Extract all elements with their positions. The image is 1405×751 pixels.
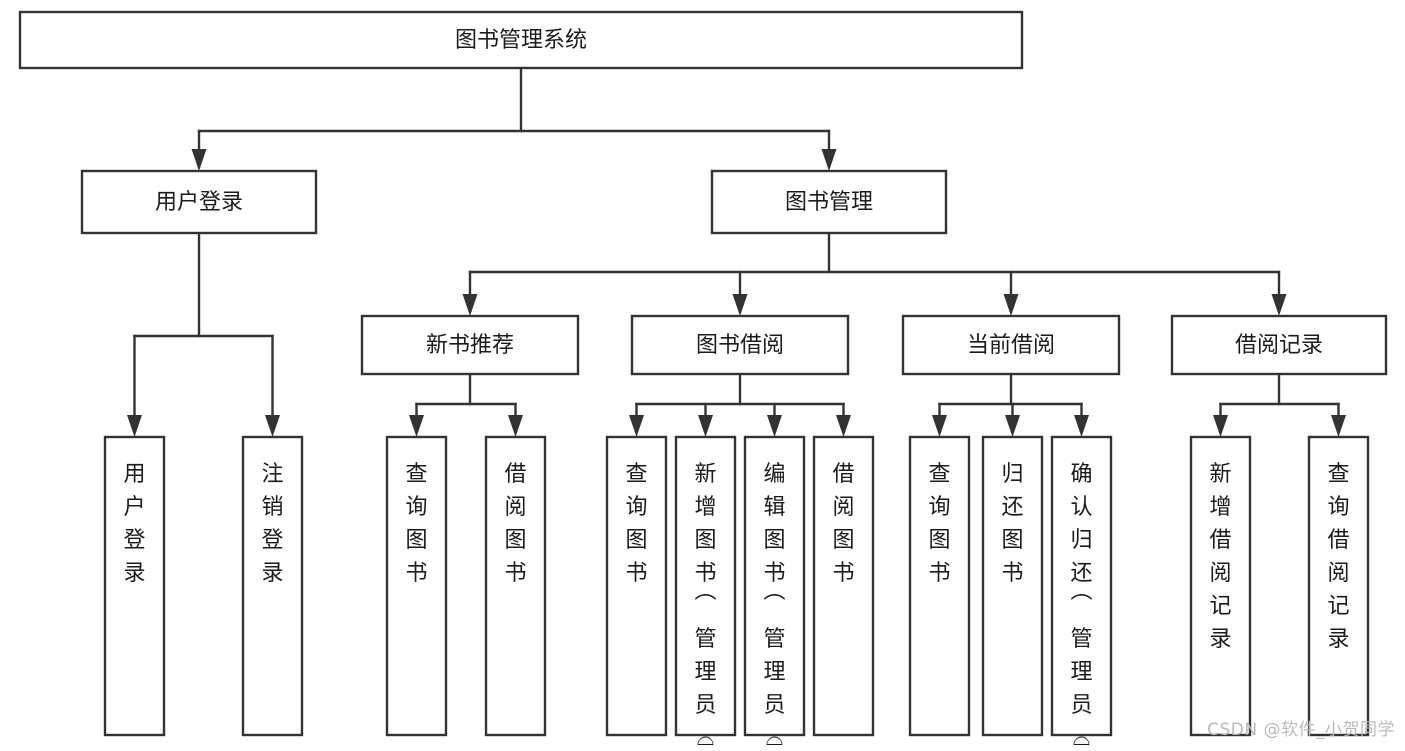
edge-arrowhead-icon [932,415,947,437]
node-box [605,435,668,737]
node-box [385,435,448,737]
node-label: 当前借阅 [967,333,1055,358]
node-leaf2[interactable]: 注销登录 [241,435,304,737]
node-borrow[interactable]: 图书借阅 [630,314,850,376]
node-leaf7[interactable]: 编辑图书⌒管理员⌓ [743,435,806,751]
node-label: 新书推荐 [426,333,514,358]
edge-arrowhead-icon [836,415,851,437]
node-box [18,10,1024,70]
node-leaf13[interactable]: 查询借阅记录 [1307,435,1370,737]
node-box [630,314,850,376]
node-leaf6[interactable]: 新增图书⌒管理员⌓ [674,435,737,751]
node-box [1307,435,1370,737]
node-current[interactable]: 当前借阅 [901,314,1121,376]
node-label: 查询图书 [928,462,950,586]
edge-arrowhead-icon [1003,294,1019,316]
node-records[interactable]: 借阅记录 [1170,314,1388,376]
node-box [360,314,580,376]
edges-layer [127,66,1346,437]
node-login[interactable]: 用户登录 [80,169,318,235]
watermark-label: CSDN @软件_小贺同学 [1207,720,1395,740]
node-label: 查询图书 [625,462,647,586]
node-bookmgmt[interactable]: 图书管理 [710,169,948,235]
node-leaf5[interactable]: 查询图书 [605,435,668,737]
edge-arrowhead-icon [1074,415,1089,437]
edge-arrowhead-icon [127,415,142,437]
node-leaf11[interactable]: 确认归还⌒管理员⌓ [1050,435,1113,751]
edge-arrowhead-icon [732,294,748,316]
node-label: 图书管理系统 [455,28,587,53]
node-leaf4[interactable]: 借阅图书 [484,435,547,737]
node-box [743,435,806,737]
edge-arrowhead-icon [1271,294,1287,316]
node-label: 新增借阅记录 [1209,462,1231,652]
node-label: 用户登录 [155,190,243,215]
node-label: 确认归还⌒管理员⌓ [1070,462,1092,747]
edge-arrowhead-icon [191,149,207,171]
node-leaf8[interactable]: 借阅图书 [812,435,875,737]
nodes-layer: 图书管理系统用户登录图书管理新书推荐图书借阅当前借阅借阅记录用户登录注销登录查询… [18,10,1388,751]
node-box [1050,435,1113,737]
node-label: 编辑图书⌒管理员⌓ [763,462,785,747]
node-box [901,314,1121,376]
node-label: 图书管理 [785,190,873,215]
edge-arrowhead-icon [508,415,523,437]
edge-arrowhead-icon [409,415,424,437]
node-box [80,169,318,235]
node-box [1170,314,1388,376]
edge-arrowhead-icon [767,415,782,437]
node-label: 图书借阅 [696,333,784,358]
node-leaf12[interactable]: 新增借阅记录 [1189,435,1252,737]
node-box [484,435,547,737]
edge-arrowhead-icon [462,294,478,316]
edge-arrowhead-icon [821,149,837,171]
node-label: 借阅图书 [504,462,526,586]
node-box [674,435,737,737]
node-leaf9[interactable]: 查询图书 [908,435,971,737]
node-box [908,435,971,737]
node-leaf3[interactable]: 查询图书 [385,435,448,737]
edge-arrowhead-icon [1331,415,1346,437]
node-label: 用户登录 [123,462,145,586]
node-label: 新增图书⌒管理员⌓ [694,462,716,747]
edge-arrowhead-icon [265,415,280,437]
edge-arrowhead-icon [1005,415,1020,437]
edge-arrowhead-icon [629,415,644,437]
node-label: 借阅图书 [832,462,854,586]
node-box [981,435,1044,737]
node-leaf10[interactable]: 归还图书 [981,435,1044,737]
node-box [710,169,948,235]
node-box [812,435,875,737]
node-label: 查询图书 [405,462,427,586]
edge-arrowhead-icon [1213,415,1228,437]
node-newbook[interactable]: 新书推荐 [360,314,580,376]
node-root[interactable]: 图书管理系统 [18,10,1024,70]
node-label: 注销登录 [261,462,283,586]
node-label: 归还图书 [1001,462,1023,586]
node-box [1189,435,1252,737]
node-box [241,435,304,737]
node-label: 借阅记录 [1235,333,1323,358]
node-label: 查询借阅记录 [1327,462,1349,652]
edge-arrowhead-icon [698,415,713,437]
node-leaf1[interactable]: 用户登录 [103,435,166,737]
node-box [103,435,166,737]
